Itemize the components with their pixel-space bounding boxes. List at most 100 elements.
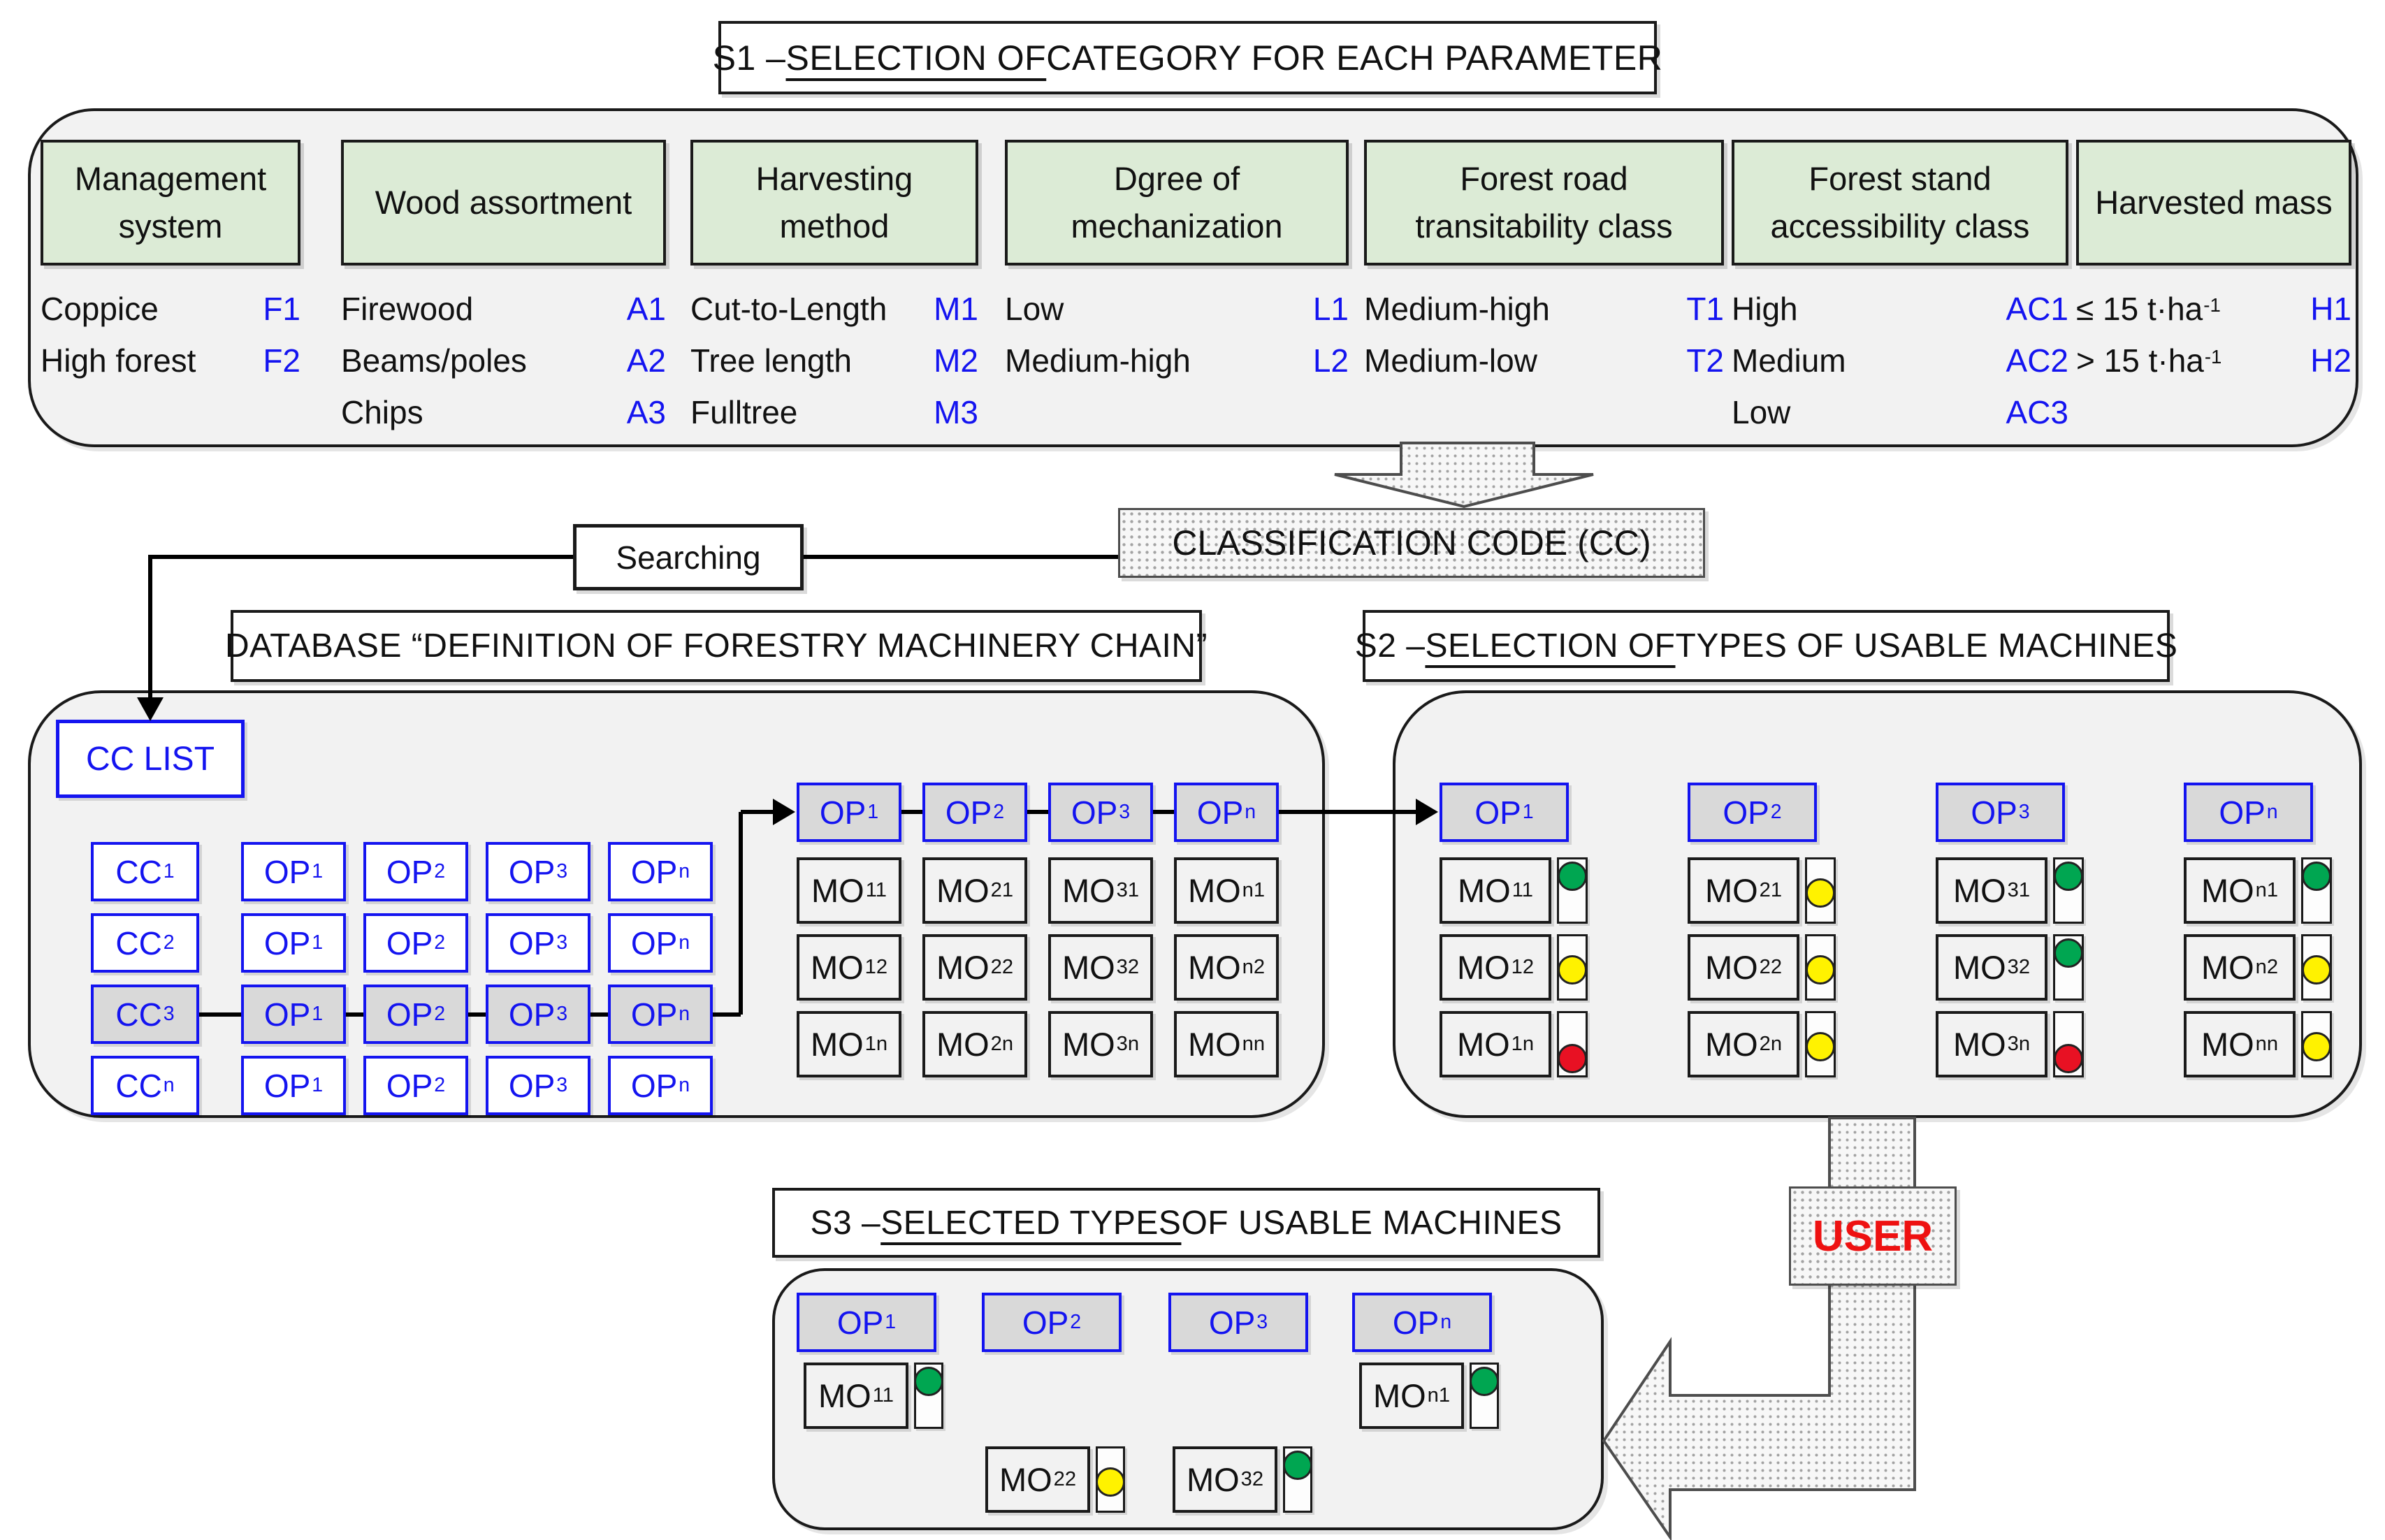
status-dot-red — [1558, 1044, 1587, 1073]
db-op-label-r2-2-base: OP — [386, 924, 433, 961]
chain-mo-label-22-sub: 22 — [990, 956, 1014, 978]
s3-op-label-2-base: OP — [1022, 1304, 1069, 1341]
db-op-label-r1-n-base: OP — [630, 853, 678, 890]
param-label: Coppice — [41, 290, 159, 328]
chain-op-label-3-base: OP — [1071, 794, 1118, 831]
chain-op-label-n-sub: n — [1245, 801, 1256, 823]
s2-mo-label-3n-sub: 3n — [2007, 1033, 2031, 1055]
s2-indicator-12 — [1557, 934, 1588, 1001]
s2-indicator-nn — [2301, 1011, 2332, 1077]
cc-label-3-sub: 3 — [163, 1003, 175, 1025]
cc-label-1-base: CC — [115, 853, 162, 890]
s2-mo-label-32-base: MO — [1952, 949, 2006, 986]
db-op-label-r1-3-base: OP — [508, 853, 556, 890]
param-label: Medium — [1732, 342, 1846, 379]
s2-mo-label-12-sub: 12 — [1511, 956, 1535, 978]
param-header-label-forest-stand-accessibility-class: Forest stand accessibility class — [1770, 159, 2030, 245]
status-dot-green — [1470, 1367, 1499, 1396]
s2-mo-label-21-sub: 21 — [1759, 879, 1783, 901]
status-dot-green — [1558, 862, 1587, 891]
db-op-label-r4-1-sub: 1 — [312, 1074, 324, 1096]
s2-indicator-n1 — [2301, 857, 2332, 924]
s3-title: S3 – SELECTED TYPES OF USABLE MACHINES — [772, 1188, 1600, 1258]
s3-mo-label-32-sub: 32 — [1240, 1468, 1264, 1490]
param-code: F2 — [263, 342, 300, 379]
chain-mo-label-22-base: MO — [936, 949, 989, 986]
cc-label-1-sub: 1 — [163, 860, 175, 882]
db-op-label-r3-2-base: OP — [386, 996, 433, 1033]
param-code: A1 — [626, 291, 666, 327]
param-header-harvested-mass: Harvested mass — [2076, 140, 2351, 266]
param-code: F1 — [263, 291, 300, 327]
s3-mo-label-n1-sub: n1 — [1427, 1384, 1451, 1407]
param-label-sup: -1 — [2204, 345, 2222, 368]
param-header-wood-assortment: Wood assortment — [341, 140, 666, 266]
status-dot-green — [1283, 1451, 1312, 1480]
chain-mo-label-12-base: MO — [810, 949, 864, 986]
param-header-label-wood-assortment: Wood assortment — [375, 183, 632, 221]
status-dot-red — [2054, 1044, 2083, 1073]
s3-op-label-1-sub: 1 — [885, 1311, 897, 1333]
status-dot-green — [2302, 862, 2331, 891]
arrow-user-to-s3 — [1602, 1117, 1916, 1540]
s3-title-rest: OF USABLE MACHINES — [1181, 1204, 1563, 1242]
chain-mo-label-1n-base: MO — [810, 1026, 864, 1063]
chain-mo-label-31-sub: 31 — [1116, 879, 1140, 901]
param-label-text: > 15 t·ha — [2076, 342, 2204, 379]
user-box: USER — [1789, 1186, 1957, 1286]
s2-mo-label-3n-base: MO — [1952, 1026, 2006, 1063]
param-code: AC3 — [2006, 394, 2068, 430]
db-op-label-r4-n-base: OP — [630, 1067, 678, 1104]
s2-op-label-3-base: OP — [1971, 794, 2017, 831]
s3-op-label-3-base: OP — [1208, 1304, 1256, 1341]
s2-mo-label-nn-base: MO — [2201, 1026, 2254, 1063]
param-label-text: Medium-high — [1005, 342, 1191, 379]
db-op-label-r3-n-base: OP — [630, 996, 678, 1033]
db-op-label-r2-2-sub: 2 — [434, 931, 446, 954]
db-op-label-r1-n-sub: n — [679, 860, 690, 882]
status-dot-green — [2054, 862, 2083, 891]
param-label-text: Medium — [1732, 342, 1846, 379]
status-dot-yellow — [1806, 878, 1835, 908]
db-op-label-r1-1-sub: 1 — [312, 860, 324, 882]
chain-op-label-n-base: OP — [1196, 794, 1244, 831]
chain-mo-label-32-base: MO — [1061, 949, 1115, 986]
chain-mo-label-11-sub: 11 — [865, 879, 887, 901]
status-dot-green — [2054, 938, 2083, 968]
db-op-label-r1-3-sub: 3 — [556, 860, 568, 882]
chain-mo-label-32-sub: 32 — [1116, 956, 1140, 978]
chain-mo-label-3n-base: MO — [1061, 1026, 1115, 1063]
param-label-text: High — [1732, 291, 1798, 327]
s1-title: S1 – SELECTION OF CATEGORY FOR EACH PARA… — [713, 21, 1662, 94]
param-label-text: Coppice — [41, 291, 159, 327]
db-op-label-r4-3-base: OP — [508, 1067, 556, 1104]
db-op-label-r4-2-sub: 2 — [434, 1074, 446, 1096]
classification-code-box: CLASSIFICATION CODE (CC) — [1118, 508, 1705, 578]
